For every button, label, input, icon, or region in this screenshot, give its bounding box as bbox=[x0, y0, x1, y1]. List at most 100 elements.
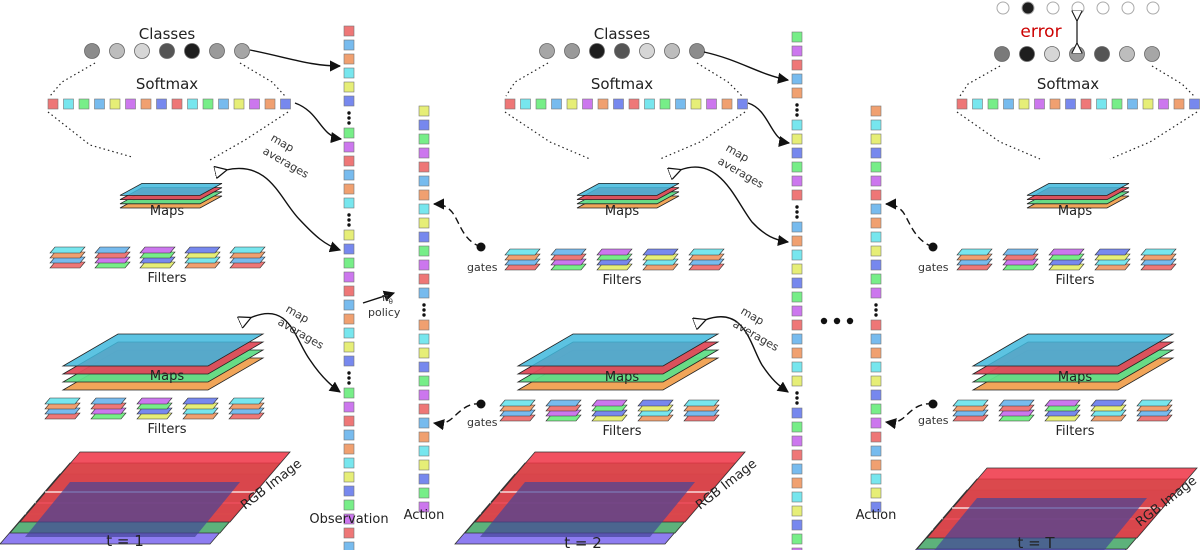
observation-unit bbox=[343, 401, 355, 413]
filter-layer bbox=[229, 246, 266, 254]
feature-map-layer bbox=[576, 182, 680, 196]
softmax-label: Softmax bbox=[1037, 75, 1099, 93]
action-unit bbox=[418, 375, 430, 387]
class-node bbox=[184, 43, 200, 59]
action-unit bbox=[870, 203, 882, 215]
action-unit bbox=[870, 375, 882, 387]
observation-unit bbox=[791, 235, 803, 247]
observation-unit bbox=[791, 221, 803, 233]
action-unit bbox=[418, 217, 430, 229]
action-unit bbox=[870, 189, 882, 201]
action-unit bbox=[418, 445, 430, 457]
projection-line bbox=[696, 62, 743, 97]
observation-unit bbox=[791, 407, 803, 419]
class-node bbox=[1144, 46, 1160, 62]
column-ellipsis-dot bbox=[874, 313, 878, 317]
panel-t1 bbox=[0, 43, 291, 545]
observation-unit bbox=[343, 471, 355, 483]
filters-label: Filters bbox=[148, 422, 187, 437]
maps-label: Maps bbox=[150, 204, 184, 219]
class-node bbox=[564, 43, 580, 59]
softmax-unit bbox=[1018, 98, 1030, 110]
gate-node bbox=[476, 399, 486, 409]
observation-unit bbox=[791, 277, 803, 289]
observation-unit bbox=[343, 39, 355, 51]
softmax-unit bbox=[628, 98, 640, 110]
observation-unit bbox=[343, 81, 355, 93]
maps-label: Maps bbox=[605, 370, 639, 385]
gate-arrow bbox=[884, 198, 934, 248]
column-ellipsis-dot bbox=[874, 303, 878, 307]
softmax-unit bbox=[78, 98, 90, 110]
projection-line bbox=[239, 62, 286, 97]
observation-unit bbox=[343, 155, 355, 167]
softmax-unit bbox=[1158, 98, 1169, 110]
observation-unit bbox=[343, 197, 355, 209]
class-node bbox=[234, 43, 250, 59]
filter-layer bbox=[683, 399, 720, 407]
maps-label: Maps bbox=[1058, 370, 1092, 385]
action-label: Action bbox=[856, 508, 897, 523]
observation-unit bbox=[343, 457, 355, 469]
softmax-unit bbox=[1189, 98, 1200, 110]
gates-label: gates bbox=[918, 414, 949, 427]
filter-layer bbox=[1002, 248, 1039, 256]
action-unit bbox=[870, 105, 882, 117]
observation-unit bbox=[343, 513, 355, 525]
observation-unit bbox=[343, 415, 355, 427]
column-ellipsis-dot bbox=[347, 376, 351, 380]
softmax-unit bbox=[706, 98, 717, 110]
filter-layer bbox=[1090, 399, 1127, 407]
action-unit bbox=[418, 119, 430, 131]
action-unit bbox=[418, 431, 430, 443]
column-ellipsis-dot bbox=[795, 205, 799, 209]
action-unit bbox=[870, 259, 882, 271]
action-unit bbox=[418, 319, 430, 331]
observation-unit bbox=[343, 183, 355, 195]
class-node bbox=[84, 43, 100, 59]
feature-map-layer bbox=[61, 333, 265, 367]
softmax-unit bbox=[504, 98, 516, 110]
action-label: Action bbox=[404, 508, 445, 523]
column-ellipsis-dot bbox=[795, 210, 799, 214]
action-unit bbox=[870, 361, 882, 373]
softmax-unit bbox=[1111, 98, 1123, 110]
action-unit bbox=[870, 487, 882, 499]
class-node bbox=[1119, 46, 1135, 62]
rgb-overlap bbox=[934, 498, 1147, 550]
class-node bbox=[1019, 46, 1035, 62]
target-class-node bbox=[1046, 1, 1060, 15]
action-unit bbox=[418, 459, 430, 471]
filter-layer bbox=[998, 399, 1035, 407]
column-ellipsis-dot bbox=[347, 116, 351, 120]
map-average-arrow bbox=[226, 168, 340, 250]
softmax-unit bbox=[520, 98, 531, 110]
observation-unit bbox=[343, 257, 355, 269]
projection-line bbox=[49, 62, 96, 97]
action-unit bbox=[418, 147, 430, 159]
feature-map-layer bbox=[971, 333, 1175, 367]
gates-label: gates bbox=[918, 261, 949, 274]
ellipsis-dot bbox=[833, 317, 841, 325]
action-unit bbox=[870, 319, 882, 331]
observation-unit bbox=[791, 147, 803, 159]
column-ellipsis-dot bbox=[347, 213, 351, 217]
softmax-unit bbox=[63, 98, 74, 110]
softmax-unit bbox=[956, 98, 968, 110]
column-ellipsis-dot bbox=[347, 371, 351, 375]
softmax-unit bbox=[1080, 98, 1092, 110]
connector-arrow bbox=[249, 49, 342, 72]
softmax-unit bbox=[202, 98, 214, 110]
column-ellipsis-dot bbox=[347, 121, 351, 125]
ellipsis-dot bbox=[846, 317, 854, 325]
observation-unit bbox=[791, 31, 803, 43]
softmax-unit bbox=[218, 98, 229, 110]
column-ellipsis-dot bbox=[347, 381, 351, 385]
connector-arrow bbox=[747, 102, 791, 147]
policy-label: policy bbox=[368, 306, 401, 319]
timestep-label: t = 2 bbox=[564, 534, 602, 550]
observation-unit bbox=[791, 319, 803, 331]
action-unit bbox=[870, 287, 882, 299]
observation-unit bbox=[791, 421, 803, 433]
filters-label: Filters bbox=[1056, 273, 1095, 288]
